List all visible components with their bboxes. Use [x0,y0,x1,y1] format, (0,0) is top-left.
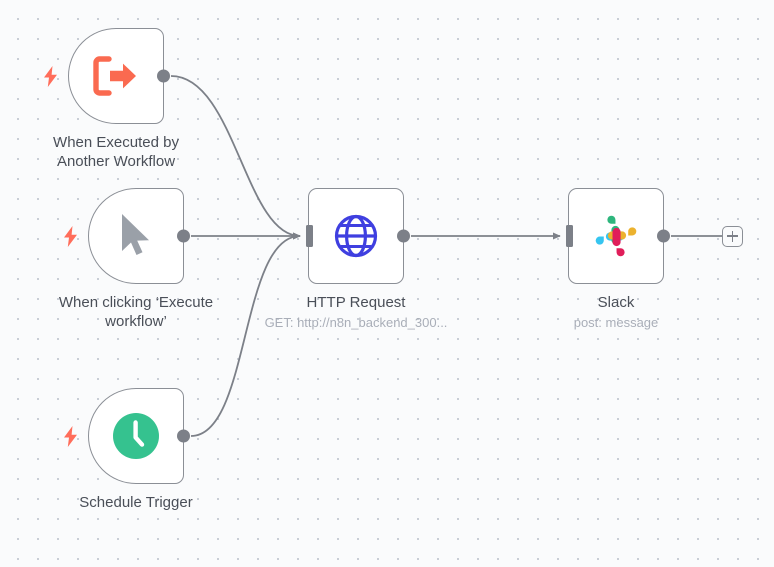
node-subtitle: GET: http://n8n_backend_300... [264,315,448,330]
plus-icon-vertical [731,230,734,242]
node-label: Schedule Trigger [79,494,193,511]
input-port[interactable] [565,225,573,247]
output-port[interactable] [656,229,670,243]
node-http-request[interactable]: HTTP Request GET: http://n8n_backend_300… [265,188,447,330]
output-port[interactable] [156,69,170,83]
node-label: Slack [597,294,635,311]
clock-icon [113,413,159,459]
trigger-bolt-icon [61,225,79,247]
output-port[interactable] [396,229,410,243]
trigger-bolt-icon [41,65,59,87]
node-label: When clicking ‘Execute workflow’ [58,294,214,330]
edge-schedule-trigger-to-http-request [190,232,301,437]
mouse-pointer-icon [115,212,157,260]
trigger-bolt-icon [61,425,79,447]
node-when-executed-by-another-workflow[interactable]: When Executed by Another Workflow [43,28,179,170]
output-port[interactable] [176,429,190,443]
node-when-clicking-execute-workflow[interactable]: When clicking ‘Execute workflow’ [59,188,213,330]
node-label: HTTP Request [306,294,406,311]
node-schedule-trigger[interactable]: Schedule Trigger [63,388,193,511]
slack-icon [595,215,637,257]
node-subtitle: post: message [573,315,659,330]
add-node-button[interactable] [722,225,743,247]
input-port[interactable] [305,225,313,247]
execute-workflow-icon [93,56,139,96]
output-port[interactable] [176,229,190,243]
globe-icon [334,214,378,258]
node-slack[interactable]: Slack post: message [565,188,670,330]
node-label: When Executed by Another Workflow [53,134,179,170]
